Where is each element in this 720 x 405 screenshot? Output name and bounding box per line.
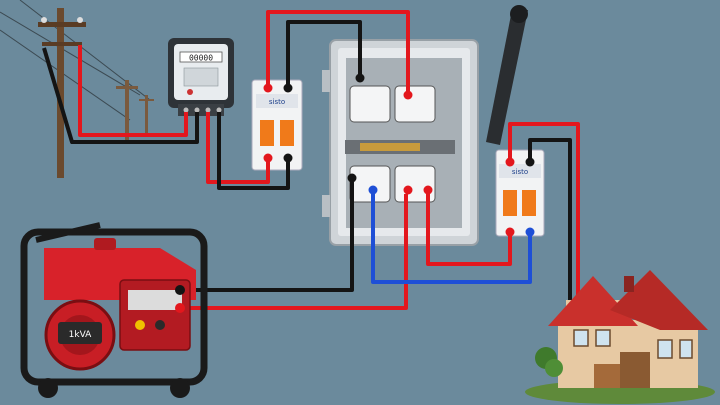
wire-black-breaker-switch [286, 20, 362, 84]
wire-red-meter-breaker [206, 112, 270, 184]
main-breaker-toggle-right [280, 120, 294, 146]
wire-black-pole-meter [42, 47, 199, 144]
wire-red-breaker-switch [266, 10, 410, 91]
house-icon [525, 270, 715, 404]
wire-red-pole-meter [78, 45, 188, 137]
utility-pole-icon [0, 0, 154, 178]
house-breaker-label: sisto [512, 168, 528, 176]
wire-red-generator-switch [180, 194, 408, 310]
main-breaker-label: sisto [269, 98, 285, 106]
wire-red-breaker-house [508, 122, 580, 300]
generator-rating-badge: 1kVA [69, 330, 93, 340]
house-breaker: sisto [495, 149, 545, 237]
main-breaker: sisto [251, 79, 303, 171]
generator-icon: 1kVA [20, 222, 208, 398]
wire-red-switch-breaker [426, 194, 512, 266]
wires [42, 10, 580, 310]
wire-black-meter-breaker [217, 112, 290, 190]
house-breaker-toggle-left [503, 190, 517, 216]
meter-digits: 00000 [189, 54, 213, 63]
house-breaker-toggle-right [522, 190, 536, 216]
changeover-switch-icon [322, 5, 528, 246]
main-breaker-toggle-left [260, 120, 274, 146]
energy-meter-icon: 00000 [168, 38, 234, 116]
wire-black-generator-switch [180, 182, 354, 292]
wire-blue-switch-breaker [371, 194, 532, 284]
wire-black-breaker-house [528, 138, 572, 300]
